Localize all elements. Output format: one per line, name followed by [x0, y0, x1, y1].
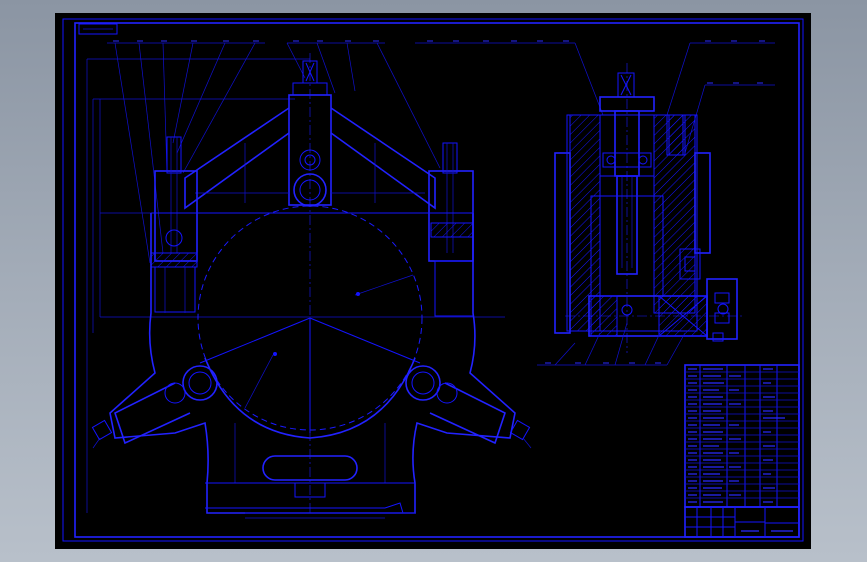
drawing-number-box [78, 23, 118, 35]
parts-list [684, 364, 800, 508]
parts-list-text-marks [688, 368, 785, 503]
left-roller-arm [91, 365, 218, 449]
outer-border [62, 18, 804, 542]
title-block [684, 506, 800, 538]
item-balloons [113, 40, 765, 364]
cad-drawing [62, 18, 804, 542]
inner-border [74, 22, 800, 538]
section-view [415, 42, 775, 366]
drawing-sheet [55, 13, 811, 549]
parts-list-rows [685, 371, 799, 499]
leader-lines [107, 42, 441, 264]
right-roller-arm [405, 365, 532, 449]
main-front-view [86, 42, 532, 519]
